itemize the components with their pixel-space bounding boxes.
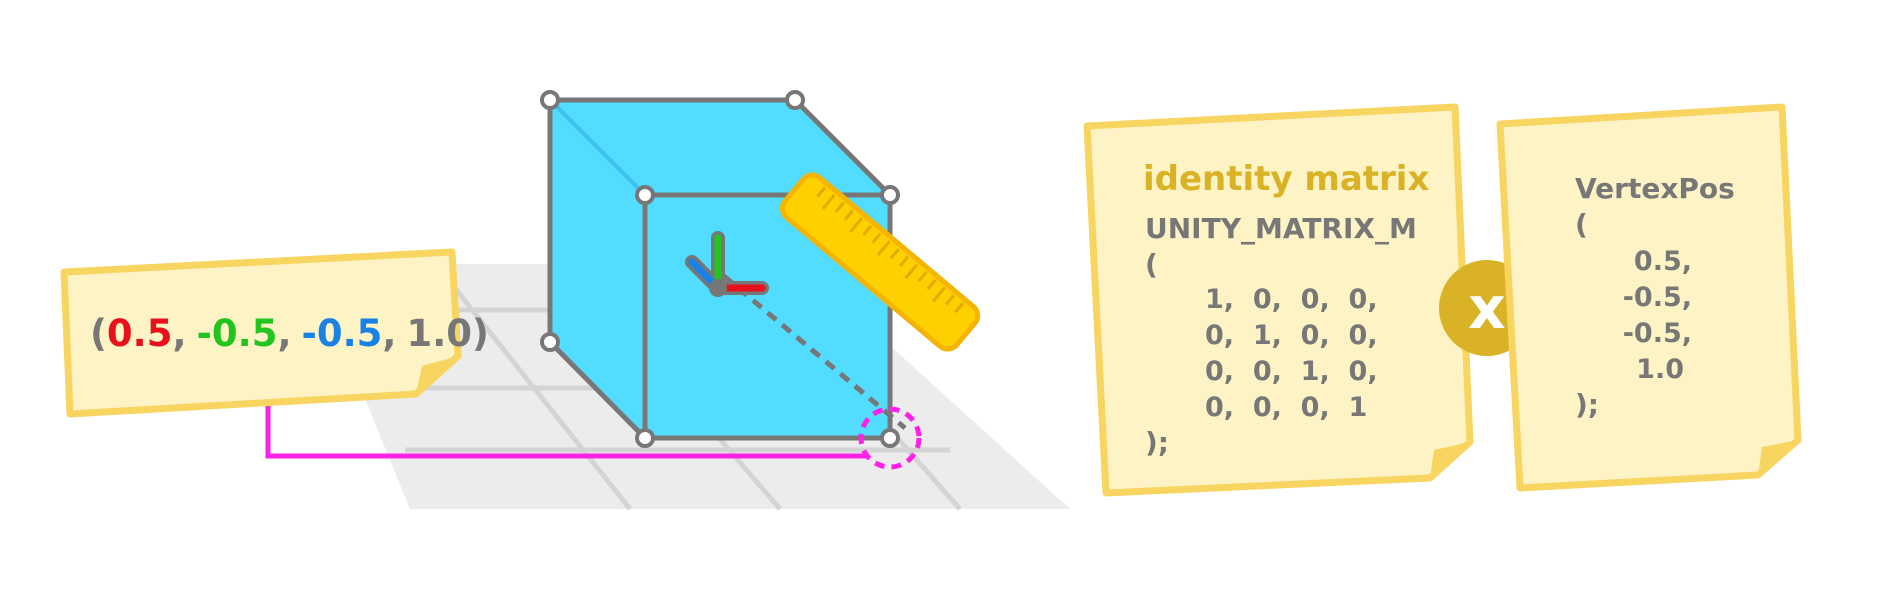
vertex-pos-value: -0.5,: [1623, 282, 1692, 313]
matrix-row: 0, 1, 0, 0,: [1205, 320, 1378, 351]
cube-vertex: [635, 428, 655, 448]
vertex-label-open: (: [90, 312, 107, 355]
vertex-w-value: 1.0: [406, 312, 472, 355]
matrix-card: identity matrix UNITY_MATRIX_M ( 1, 0, 0…: [1083, 103, 1474, 497]
vertex-z-value: -0.5: [302, 312, 383, 355]
cube-vertex: [540, 332, 560, 352]
ruler-icon: [779, 172, 981, 352]
vertex-pos-value: 1.0: [1636, 354, 1684, 385]
vertex-label-close: ): [472, 312, 489, 355]
vertex-pos-open-paren: (: [1575, 208, 1588, 241]
vertex-label-sep: ,: [382, 312, 396, 355]
cube-vertex-highlighted: [880, 428, 900, 448]
vertex-x-value: 0.5: [107, 312, 173, 355]
vertex-label-card: (0.5,-0.5,-0.5,1.0): [60, 248, 489, 418]
cube-vertex: [635, 185, 655, 205]
vertex-pos-value: -0.5,: [1623, 318, 1692, 349]
matrix-row: 1, 0, 0, 0,: [1205, 284, 1378, 315]
matrix-card-title: identity matrix: [1143, 159, 1429, 199]
vertex-label-sep: ,: [172, 312, 186, 355]
vertex-label-text: (0.5,-0.5,-0.5,1.0): [90, 312, 489, 355]
vertex-pos-value: 0.5,: [1634, 246, 1692, 277]
vertex-guide-line: [265, 395, 868, 459]
cube-vertex: [540, 90, 560, 110]
cube-vertex: [880, 185, 900, 205]
vertex-pos-close-paren: );: [1575, 388, 1599, 421]
vertex-pos-name: VertexPos: [1575, 172, 1735, 205]
matrix-name: UNITY_MATRIX_M: [1145, 212, 1417, 245]
measure-dashed-line: [722, 274, 907, 430]
matrix-close-paren: );: [1145, 426, 1169, 459]
vertex-y-value: -0.5: [197, 312, 278, 355]
matrix-row: 0, 0, 1, 0,: [1205, 356, 1378, 387]
matrix-open-paren: (: [1145, 248, 1158, 281]
gizmo-axes-icon: [685, 231, 769, 297]
vertex-label-sep: ,: [277, 312, 291, 355]
cube-vertex: [785, 90, 805, 110]
matrix-row: 0, 0, 0, 1: [1205, 392, 1367, 423]
highlight-ring: [858, 406, 922, 470]
vertex-pos-card: VertexPos ( 0.5, -0.5, -0.5, 1.0 );: [1496, 103, 1802, 492]
multiply-symbol: x: [1468, 274, 1505, 342]
